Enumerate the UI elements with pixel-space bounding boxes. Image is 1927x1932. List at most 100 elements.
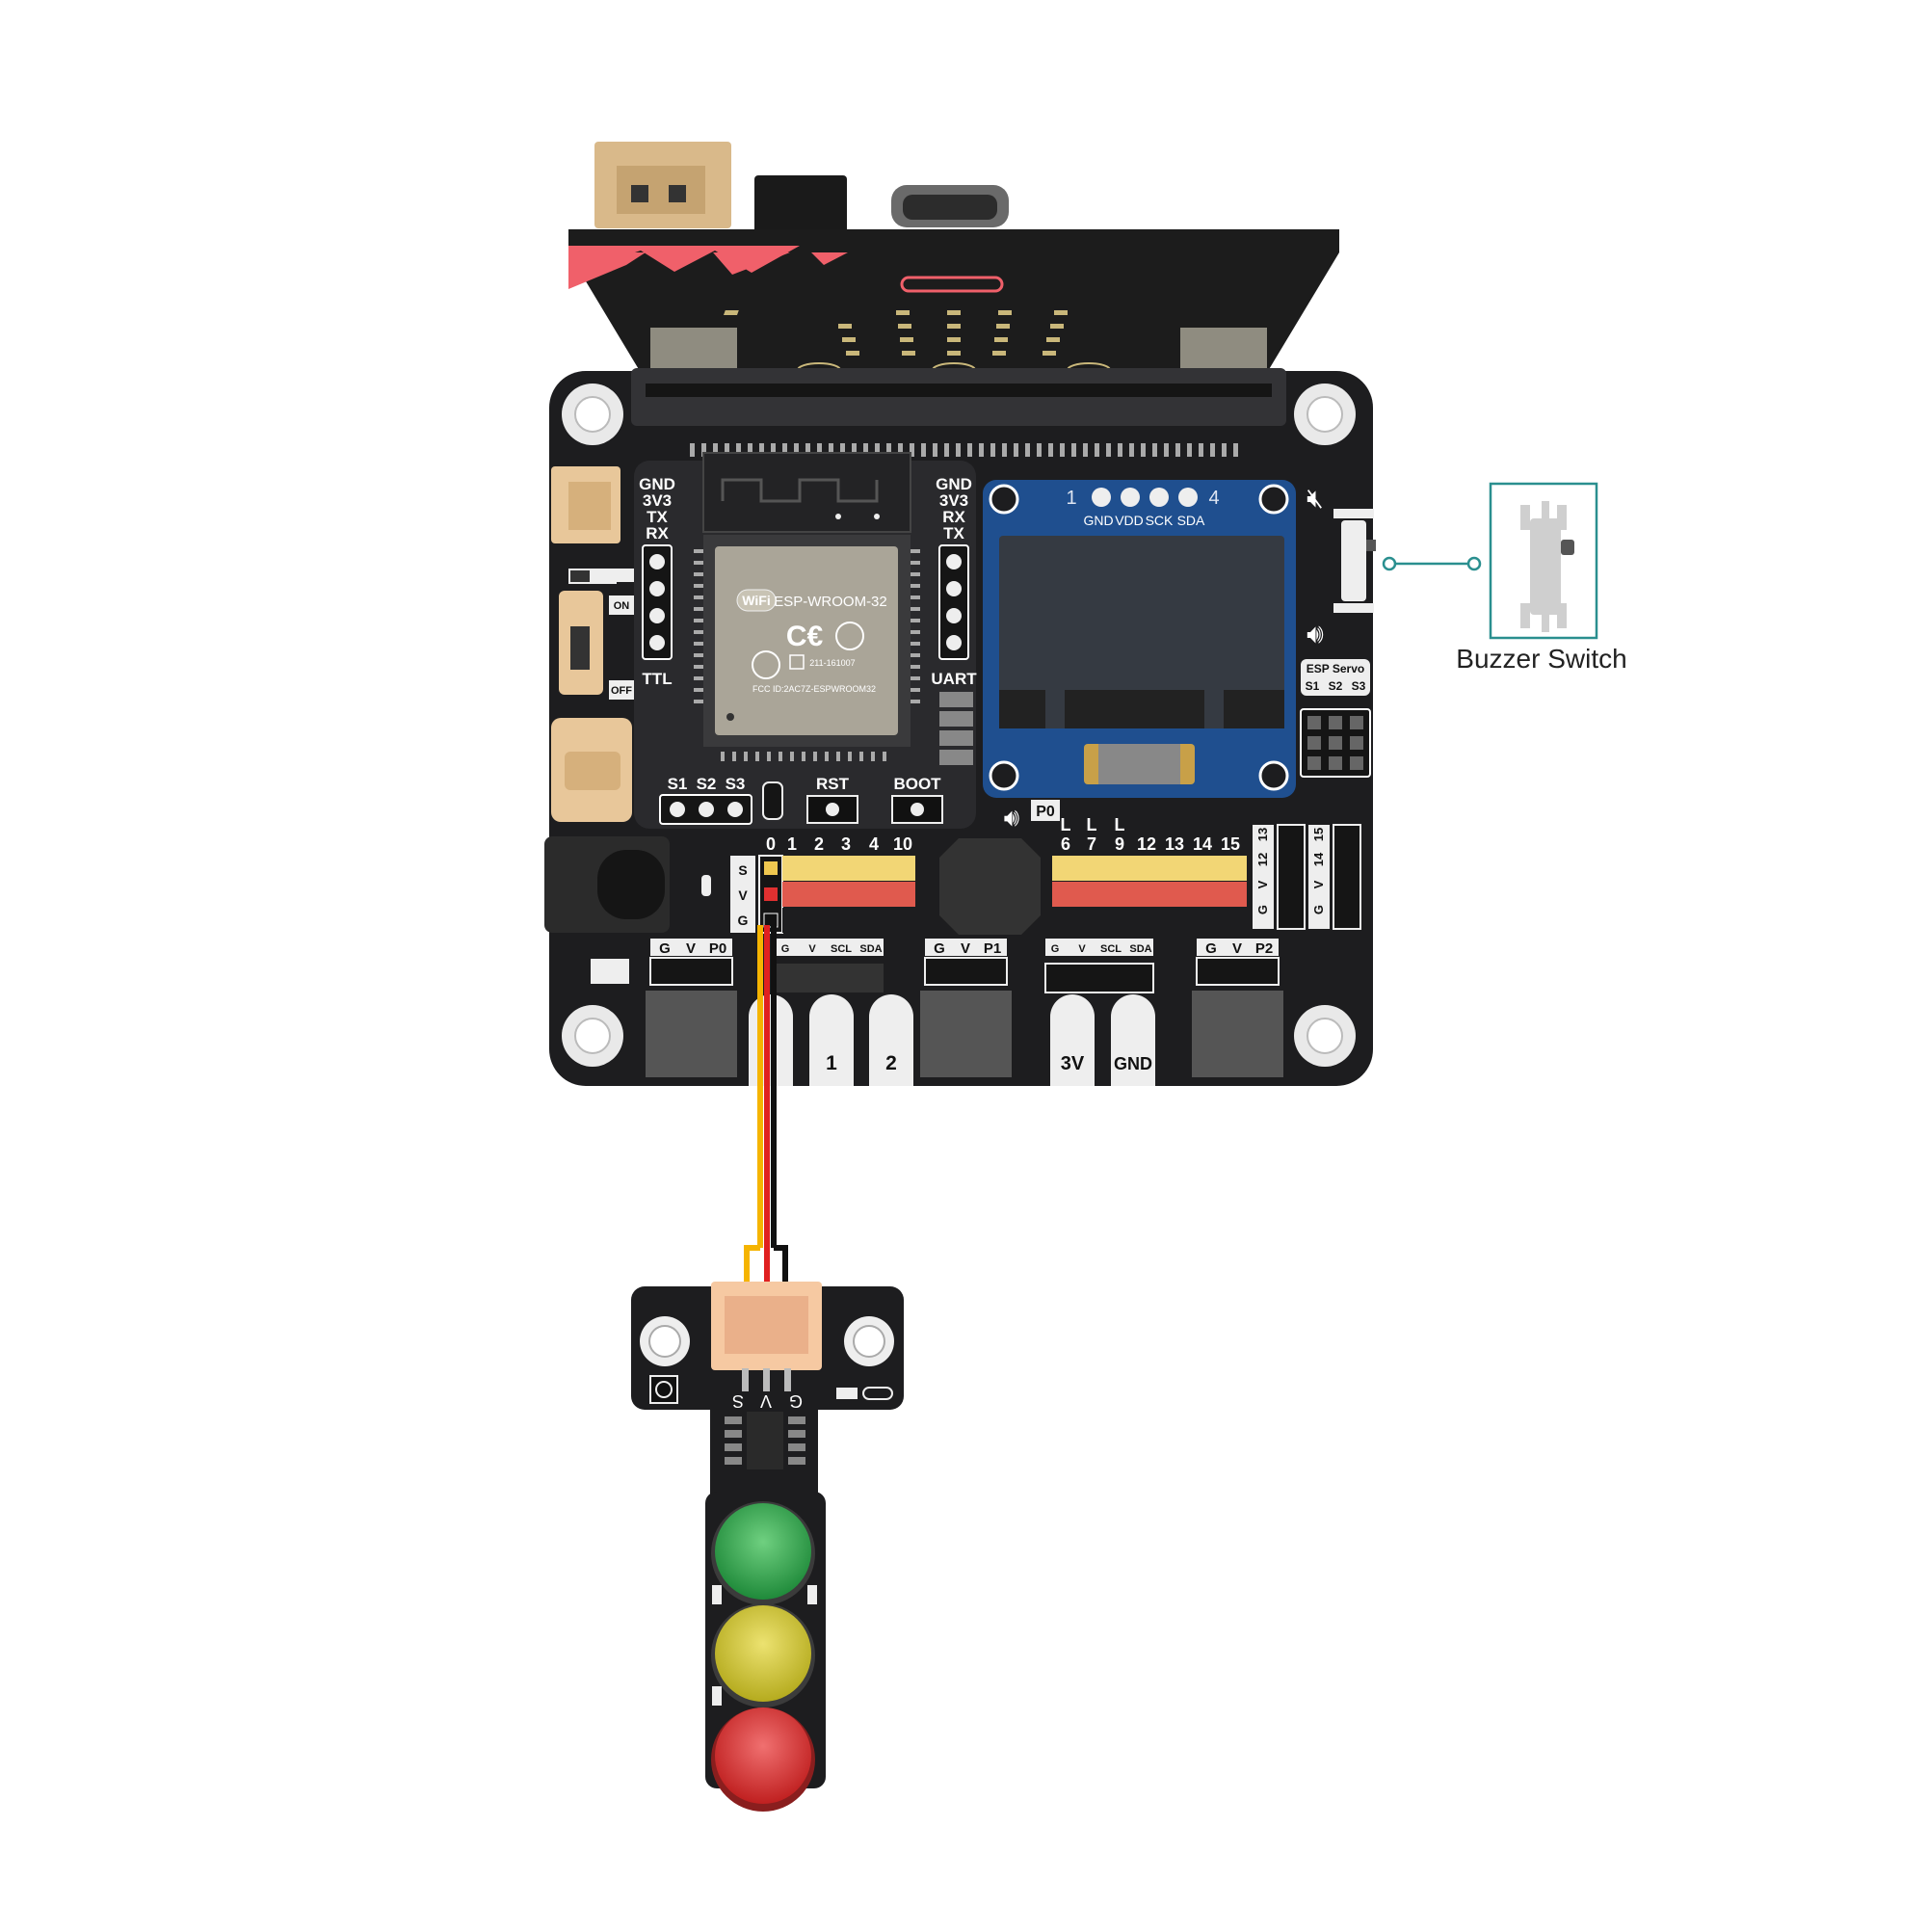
- svg-text:S2: S2: [697, 775, 717, 793]
- svg-text:G: G: [781, 943, 790, 955]
- red-led: [715, 1707, 811, 1804]
- svg-text:S2: S2: [1329, 679, 1343, 693]
- tl-pin-v: V: [760, 1391, 772, 1411]
- svg-text:RX: RX: [646, 524, 669, 543]
- svg-text:1: 1: [787, 834, 797, 854]
- svg-text:V: V: [686, 940, 696, 957]
- svg-text:P2: P2: [1255, 940, 1273, 957]
- buzzer-switch-caption: Buzzer Switch: [1397, 644, 1686, 675]
- esp-servo-title: ESP Servo: [1307, 662, 1364, 675]
- speaker-icon: 🔊︎: [1307, 619, 1324, 648]
- svg-text:L: L: [1061, 815, 1071, 834]
- svg-text:GND: GND: [1083, 513, 1113, 528]
- port-i2c-right: G V SCL SDA: [1045, 939, 1153, 992]
- svg-text:G: G: [1311, 905, 1326, 914]
- svg-text:15: 15: [1221, 834, 1240, 854]
- svg-text:14: 14: [1193, 834, 1212, 854]
- module-model: ESP-WROOM-32: [774, 594, 887, 610]
- svg-text:0: 0: [766, 834, 776, 854]
- expansion-board: ON OFF WiFi ESP-WROOM-32 C€ 211-161007 F…: [544, 368, 1376, 1086]
- svg-text:SDA: SDA: [1177, 513, 1205, 528]
- svg-text:2: 2: [814, 834, 824, 854]
- svg-text:3: 3: [841, 834, 851, 854]
- svg-text:V: V: [808, 943, 816, 955]
- traffic-light-module: S V G: [631, 1282, 904, 1812]
- svg-text:1: 1: [1066, 488, 1076, 509]
- svg-text:UART: UART: [931, 670, 977, 688]
- port-p0: G V P0: [646, 939, 737, 1077]
- svg-text:V: V: [1255, 880, 1270, 888]
- svg-text:S3: S3: [1352, 679, 1366, 693]
- svg-text:V: V: [738, 887, 748, 903]
- svg-text:GND: GND: [1114, 1054, 1152, 1073]
- svg-text:G: G: [934, 940, 945, 957]
- svg-text:L: L: [1087, 815, 1097, 834]
- svg-text:VDD: VDD: [1115, 513, 1144, 528]
- reset-button-top: [754, 175, 847, 235]
- svg-text:L: L: [1115, 815, 1125, 834]
- ttl-header: GND 3V3 TX RX TTL: [639, 475, 675, 688]
- boot-label: BOOT: [893, 775, 941, 793]
- port-i2c-left: G V SCL SDA: [776, 939, 884, 992]
- port-p2: G V P2: [1192, 939, 1283, 1077]
- svg-text:TX: TX: [943, 524, 964, 543]
- svg-text:1: 1: [826, 1052, 837, 1074]
- svg-text:SDA: SDA: [859, 943, 882, 955]
- svg-text:G: G: [738, 913, 749, 928]
- module-fcc: FCC ID:2AC7Z-ESPWROOM32: [752, 684, 876, 694]
- tl-pin-s: S: [732, 1391, 744, 1411]
- tl-pin-g: G: [789, 1391, 803, 1411]
- servo-pins-left: S1 S2 S3: [660, 775, 752, 824]
- svg-text:SCK: SCK: [1146, 513, 1174, 528]
- svg-text:V: V: [1078, 943, 1086, 955]
- svg-text:10: 10: [893, 834, 912, 854]
- svg-text:SDA: SDA: [1129, 943, 1151, 955]
- svg-text:G: G: [659, 940, 671, 957]
- svg-text:S: S: [738, 862, 747, 878]
- svg-text:P0: P0: [709, 940, 726, 957]
- p0-tag: P0: [1036, 804, 1055, 820]
- buzzer-speaker-icon: 🔊︎: [1004, 803, 1019, 832]
- buzzer-callout: [1384, 484, 1597, 638]
- svg-text:G: G: [1205, 940, 1217, 957]
- svg-text:SCL: SCL: [1100, 943, 1122, 955]
- oled-display: 1 4 GND VDD SCK SDA: [983, 480, 1296, 798]
- svg-text:V: V: [1311, 880, 1326, 888]
- svg-text:3V: 3V: [1061, 1053, 1085, 1074]
- svg-text:SCL: SCL: [831, 943, 852, 955]
- mute-icon: 🔇︎: [1307, 483, 1324, 513]
- svg-text:7: 7: [1087, 834, 1096, 854]
- svg-text:4: 4: [869, 834, 879, 854]
- svg-text:14: 14: [1311, 852, 1326, 866]
- svg-text:4: 4: [1208, 488, 1219, 509]
- svg-text:P1: P1: [984, 940, 1001, 957]
- svg-text:V: V: [1232, 940, 1242, 957]
- svg-text:S3: S3: [726, 775, 746, 793]
- switch-on-label: ON: [614, 600, 630, 612]
- rst-label: RST: [816, 775, 850, 793]
- port-p1: G V P1: [920, 939, 1012, 1077]
- green-led: [715, 1503, 811, 1600]
- svg-text:6: 6: [1061, 834, 1070, 854]
- module-reg: 211-161007: [809, 658, 855, 668]
- wifi-logo: WiFi: [742, 593, 770, 608]
- switch-off-label: OFF: [611, 685, 632, 697]
- svg-text:9: 9: [1115, 834, 1124, 854]
- svg-text:13: 13: [1165, 834, 1184, 854]
- svg-text:TTL: TTL: [642, 670, 672, 688]
- svg-text:V: V: [961, 940, 970, 957]
- svg-text:12: 12: [1255, 853, 1270, 866]
- esp-servo-header: [1301, 709, 1370, 777]
- svg-text:C€: C€: [786, 621, 824, 652]
- svg-text:15: 15: [1311, 828, 1326, 841]
- svg-text:G: G: [1051, 943, 1060, 955]
- svg-text:12: 12: [1137, 834, 1156, 854]
- yellow-led: [715, 1605, 811, 1702]
- microbit: [568, 142, 1339, 387]
- svg-text:S1: S1: [668, 775, 688, 793]
- svg-text:G: G: [1255, 905, 1270, 914]
- svg-text:13: 13: [1255, 828, 1270, 841]
- svg-text:2: 2: [885, 1052, 897, 1074]
